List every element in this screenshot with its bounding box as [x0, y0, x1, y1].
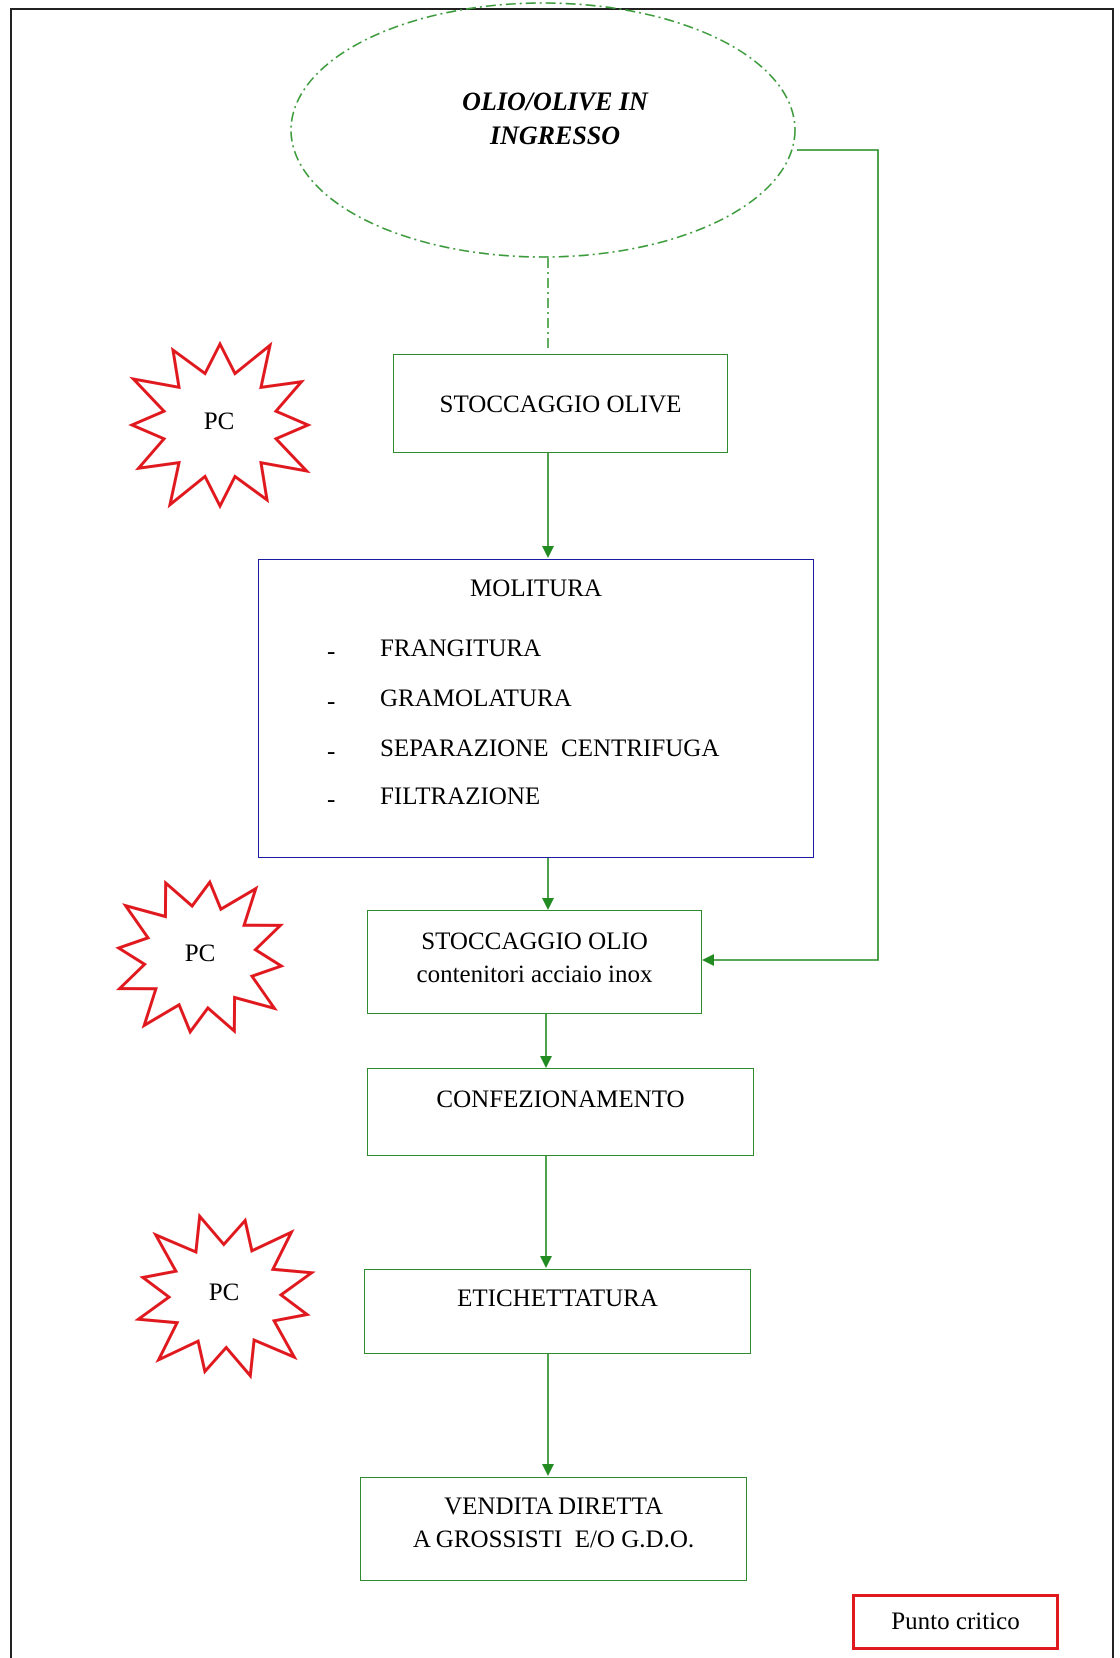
step-stoccaggio-olive-label: STOCCAGGIO OLIVE	[439, 391, 682, 418]
critical-point-label-1: PC	[203, 408, 235, 435]
molitura-dash-3: -	[327, 738, 336, 765]
molitura-dash-2: -	[327, 688, 336, 715]
step-stoccaggio-olio-line2: contenitori acciaio inox	[416, 961, 653, 988]
critical-point-burst-1	[128, 340, 312, 510]
molitura-item-gramolatura: GRAMOLATURA	[380, 685, 572, 712]
molitura-item-separazione: SEPARAZIONE CENTRIFUGA	[380, 735, 720, 762]
step-stoccaggio-olio-line1: STOCCAGGIO OLIO	[421, 928, 648, 955]
step-molitura: MOLITURA	[258, 559, 814, 858]
molitura-item-frangitura: FRANGITURA	[380, 635, 542, 662]
step-molitura-title: MOLITURA	[470, 575, 602, 602]
critical-point-label-2: PC	[184, 940, 216, 967]
step-confezionamento: CONFEZIONAMENTO	[367, 1068, 754, 1156]
critical-point-burst-3	[134, 1212, 316, 1380]
legend-label: Punto critico	[891, 1608, 1020, 1635]
step-vendita-line2: A GROSSISTI E/O G.D.O.	[412, 1526, 695, 1553]
step-confezionamento-label: CONFEZIONAMENTO	[436, 1086, 685, 1113]
step-vendita-line1: VENDITA DIRETTA	[444, 1493, 663, 1520]
critical-point-label-3: PC	[208, 1279, 240, 1306]
step-stoccaggio-olio: STOCCAGGIO OLIO contenitori acciaio inox	[367, 910, 702, 1014]
legend-critical-point: Punto critico	[852, 1594, 1059, 1650]
molitura-dash-4: -	[327, 786, 336, 813]
step-etichettatura: ETICHETTATURA	[364, 1269, 751, 1354]
step-stoccaggio-olive: STOCCAGGIO OLIVE	[393, 354, 728, 453]
step-etichettatura-label: ETICHETTATURA	[457, 1285, 658, 1312]
step-vendita: VENDITA DIRETTA A GROSSISTI E/O G.D.O.	[360, 1477, 747, 1581]
molitura-dash-1: -	[327, 638, 336, 665]
molitura-item-filtrazione: FILTRAZIONE	[380, 783, 541, 810]
start-label: OLIO/OLIVE IN INGRESSO	[405, 85, 705, 153]
critical-point-burst-2	[115, 879, 285, 1035]
arrow-bypass-olio	[702, 149, 879, 966]
diagram-frame	[10, 8, 1114, 1658]
start-ellipse	[290, 2, 796, 258]
start-label-line1: OLIO/OLIVE IN	[462, 87, 648, 116]
start-label-line2: INGRESSO	[489, 121, 621, 150]
